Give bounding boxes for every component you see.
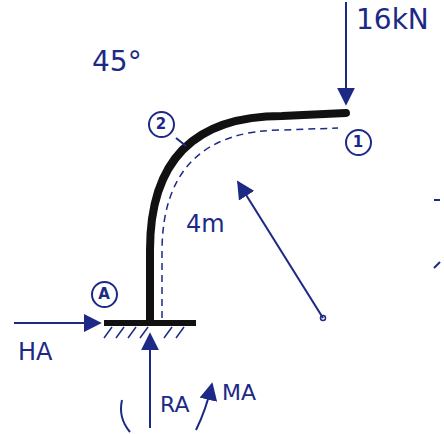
- reaction-arrow: [149, 334, 151, 428]
- point-number: 2: [156, 117, 166, 132]
- moment-curve: [121, 400, 130, 432]
- load-arrow: [345, 2, 347, 104]
- leader-line: [176, 138, 186, 146]
- fixed-support: [104, 320, 196, 326]
- dashed-fibre: [162, 128, 338, 318]
- force-label: 45°: [92, 48, 142, 76]
- point-number: A: [98, 287, 110, 302]
- point-marker: 1: [345, 129, 372, 156]
- force-label: MA: [222, 382, 256, 404]
- point-marker: A: [91, 281, 118, 308]
- force-label: 16kN: [356, 6, 429, 34]
- point-number: 1: [353, 135, 363, 150]
- centre-point: [321, 316, 326, 321]
- force-label: 4m: [186, 212, 225, 236]
- curved-beam: [150, 113, 346, 322]
- point-marker: 2: [148, 111, 175, 138]
- force-label: RA: [160, 394, 189, 416]
- moment-arrow: [196, 384, 212, 430]
- reaction-arrow: [14, 322, 100, 324]
- support-hatch: [104, 327, 184, 338]
- force-label: HA: [18, 340, 52, 364]
- margin-mark: [434, 199, 440, 201]
- margin-mark: [434, 262, 440, 268]
- radius-line: [238, 182, 323, 318]
